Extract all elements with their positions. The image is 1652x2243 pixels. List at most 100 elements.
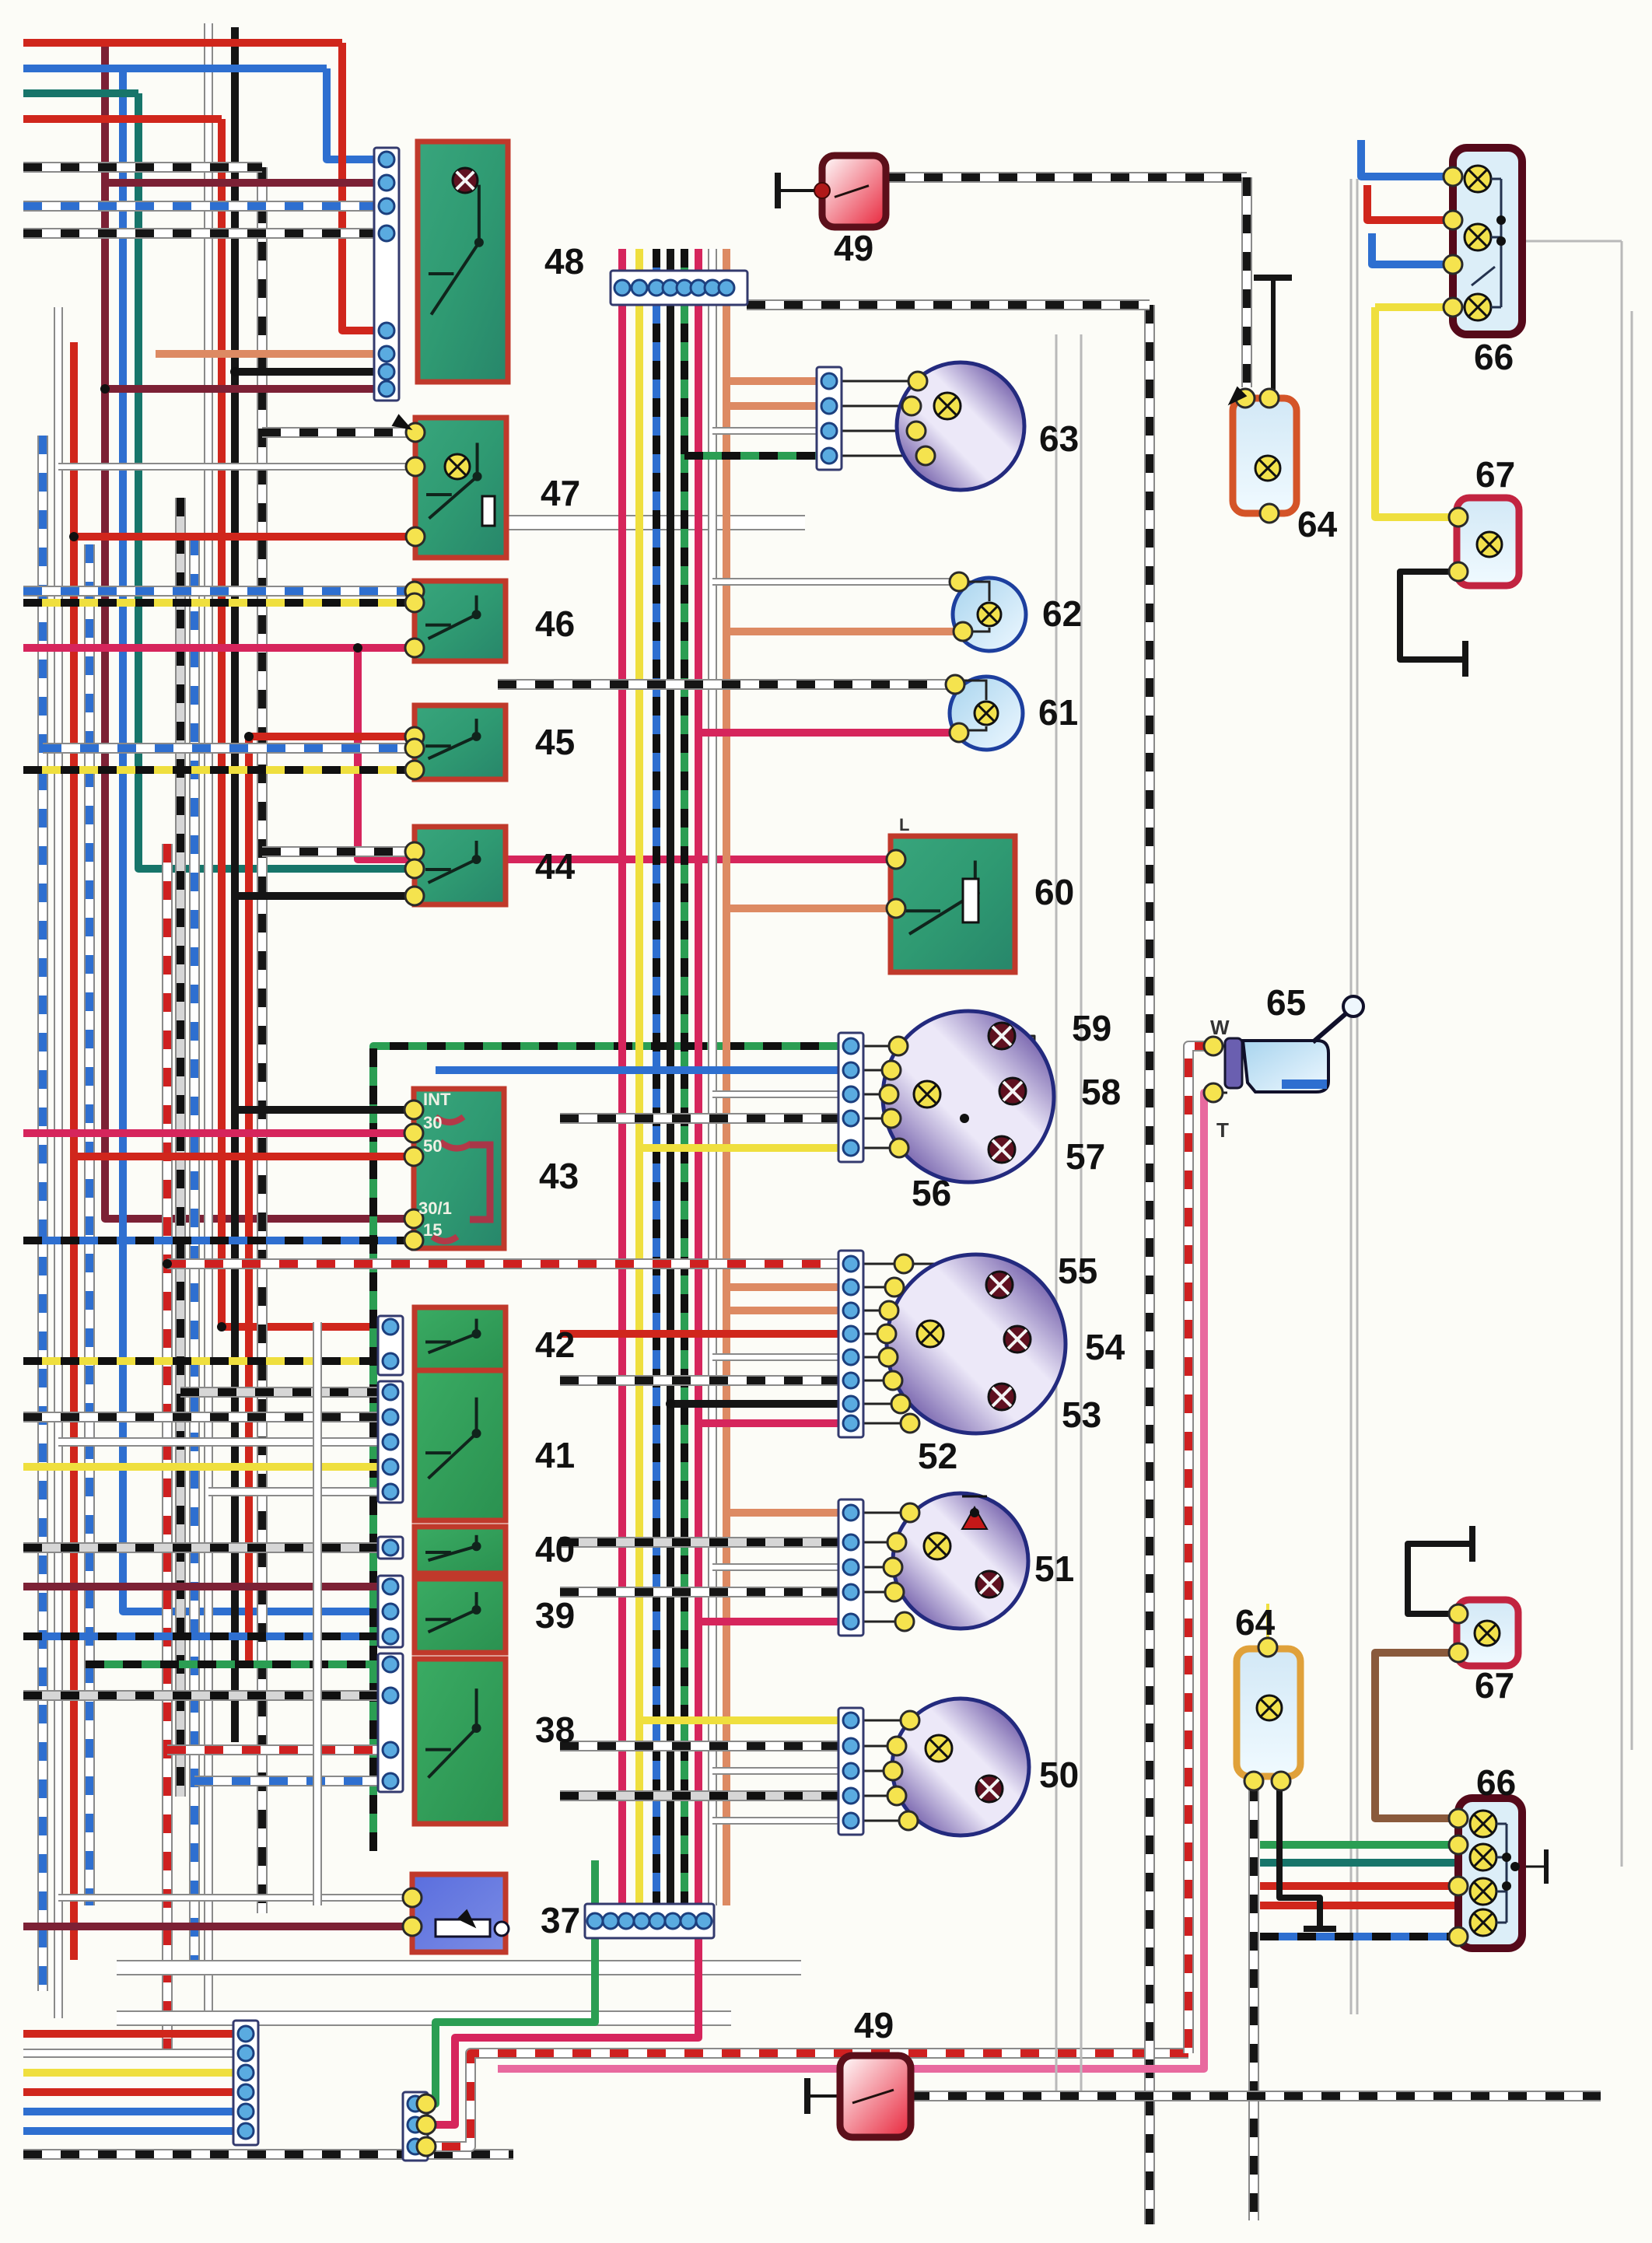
connector-strip-cn-48: [373, 146, 401, 402]
terminal-dot: [899, 1709, 921, 1731]
terminal-dot: [404, 759, 425, 781]
contact-lever: [427, 613, 478, 640]
contact-lever: [427, 858, 478, 884]
connector-pin: [663, 1912, 682, 1930]
terminal-dot: [887, 1035, 909, 1057]
terminal-dot: [944, 674, 966, 695]
terminal-dot: [878, 1300, 900, 1321]
connector-strip-cn-50: [837, 1706, 865, 1836]
component-number-label: 43: [539, 1156, 579, 1196]
contact-lever: [429, 241, 481, 316]
component-tail-lamp-66-bottom: [1454, 1794, 1526, 1952]
wire-blue-15: [323, 68, 387, 163]
relay-body: [411, 1656, 509, 1827]
component-number-label: 66: [1474, 337, 1514, 377]
arrowhead-icon: [457, 1909, 477, 1929]
connector-pin: [842, 1737, 860, 1755]
connector-pin: [377, 224, 396, 243]
resistor-icon: [961, 877, 980, 924]
connector-pin: [842, 1037, 860, 1055]
connector-pin: [842, 1786, 860, 1805]
sender-coupler: [1223, 1037, 1244, 1090]
connector-pin: [842, 1533, 860, 1552]
connector-pin: [679, 1912, 698, 1930]
terminal-dot: [1257, 1636, 1279, 1658]
lamp-cross: [1473, 1814, 1493, 1834]
terminal-dot: [1202, 1035, 1224, 1057]
sender-float: [1342, 995, 1365, 1018]
contact-dot: [471, 1541, 481, 1552]
relay-body: [412, 415, 509, 561]
contact-lever: [427, 735, 478, 761]
component-number-label: 53: [1062, 1394, 1101, 1435]
wire-blue-89: [1368, 233, 1453, 268]
connector-strip-cn-bottom: [583, 1902, 716, 1940]
component-number-label: 57: [1066, 1136, 1105, 1177]
terminal-dot-red: [814, 182, 831, 199]
terminal-dot: [1258, 387, 1280, 409]
component-number-label: 65: [1266, 982, 1306, 1023]
connector-pin: [820, 446, 838, 465]
terminal-text-label: 15: [423, 1220, 442, 1240]
connector-pin: [842, 1762, 860, 1780]
terminal-text-label: L: [899, 815, 909, 835]
component-number-label: 67: [1475, 1665, 1514, 1706]
contact-dot: [474, 237, 484, 247]
terminal-dot: [403, 1099, 425, 1121]
wiring-layer: [23, 23, 1633, 2224]
component-number-label: 50: [1039, 1755, 1079, 1795]
lamp-cross: [927, 1536, 947, 1556]
wire-blue-87: [1357, 140, 1453, 180]
lamp-cluster-body: [880, 1009, 1056, 1184]
connector-pin: [236, 2063, 255, 2082]
terminal-dot: [415, 2114, 437, 2136]
relay-body: [887, 833, 1018, 975]
terminal-dot: [882, 1370, 904, 1391]
component-number-label: 39: [535, 1595, 575, 1636]
connector-strip-cn-41: [376, 1380, 404, 1504]
connector-pin: [381, 1686, 400, 1705]
component-relay-47: [412, 415, 509, 561]
connector-pin: [381, 1741, 400, 1759]
component-plate-lamp-67-top: [1453, 494, 1523, 590]
component-fuel-sender-65: [1223, 995, 1365, 1094]
terminal-dot: [877, 1346, 899, 1368]
wire-black-94: [1405, 1541, 1472, 1617]
resistor-icon: [481, 495, 496, 527]
connector-pin: [381, 1772, 400, 1790]
terminal-dot: [1270, 1770, 1292, 1792]
terminal-dot: [404, 526, 426, 548]
lamp-cross: [991, 1025, 1013, 1047]
lamp-cross: [989, 1274, 1010, 1296]
lamp-cross: [1479, 534, 1500, 555]
terminal-dot: [1447, 506, 1469, 528]
connector-pin: [236, 2102, 255, 2121]
terminal-dot: [898, 1810, 919, 1832]
connector-pin: [381, 1602, 400, 1621]
junction-dot: [230, 367, 240, 376]
connector-pin: [381, 1433, 400, 1451]
contact-dot: [471, 1723, 481, 1734]
component-plate-lamp-67-bottom: [1453, 1596, 1522, 1670]
component-number-label: 66: [1476, 1762, 1516, 1803]
terminal-dot: [401, 1916, 423, 1937]
component-relay-60: [887, 833, 1018, 975]
component-relay-40: [411, 1524, 509, 1576]
lamp-cross: [1473, 1912, 1493, 1933]
connector-pin: [842, 1348, 860, 1366]
terminal-dot: [404, 637, 425, 659]
connector-pin: [381, 1352, 400, 1370]
connector-pin: [236, 2024, 255, 2043]
connector-pin: [236, 2044, 255, 2063]
terminal-text-label: W: [1210, 1016, 1230, 1039]
contact-dot: [471, 855, 481, 864]
terminal-dot: [403, 1146, 425, 1167]
connector-pin: [632, 1912, 651, 1930]
connector-strip-cn-42: [376, 1314, 404, 1377]
cluster-switch: [1471, 265, 1496, 287]
component-number-label: 51: [1034, 1548, 1074, 1589]
connector-pin: [381, 1317, 400, 1336]
lamp-cross: [920, 1324, 940, 1344]
component-relay-42: [411, 1304, 509, 1373]
terminal-dot: [1447, 561, 1469, 583]
